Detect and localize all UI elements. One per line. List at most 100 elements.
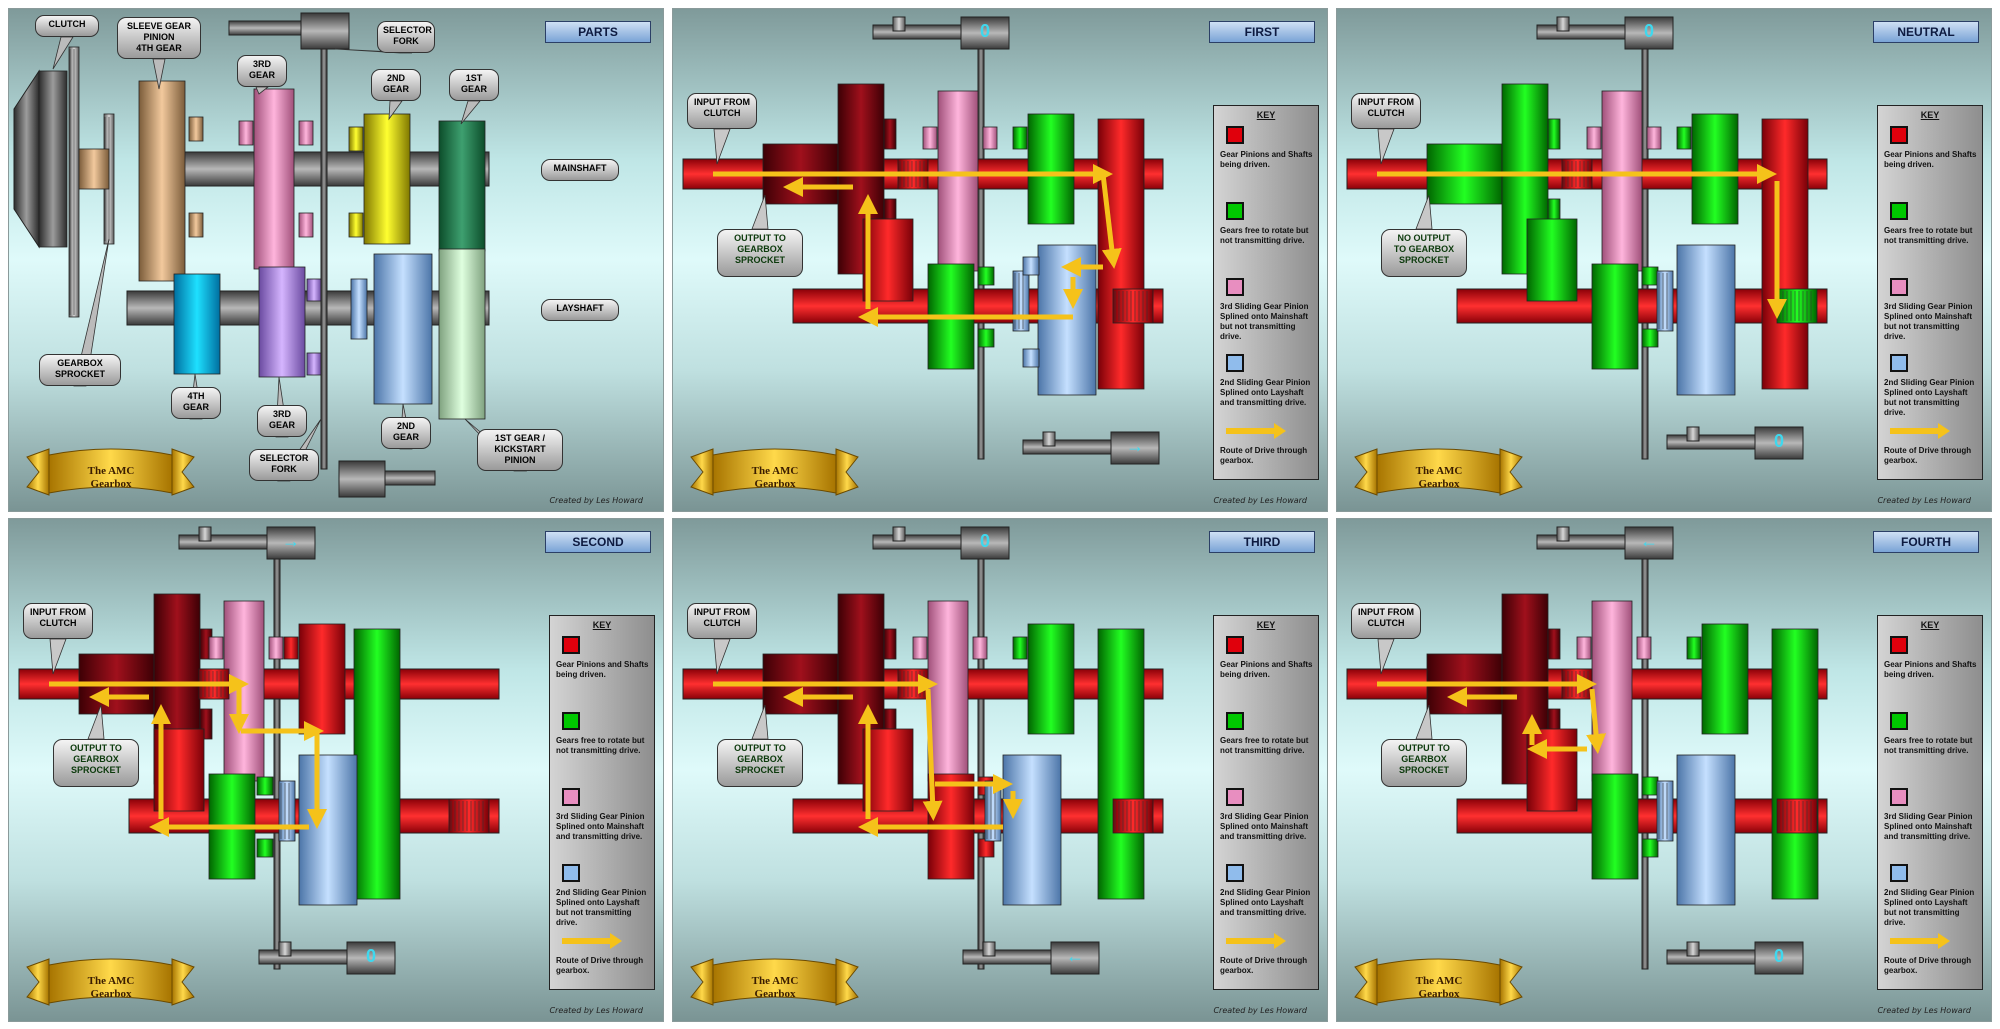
gear-block	[1547, 628, 1561, 660]
banner-tail-right	[171, 958, 195, 1006]
text-line: 2nd Sliding Gear Pinion	[1220, 378, 1311, 387]
gear-block	[1641, 328, 1659, 348]
text-line: 1ST GEAR /	[494, 433, 545, 443]
text-line: Gears free to rotate but	[1884, 736, 1973, 745]
label-pointer	[255, 86, 270, 95]
text-line: but not transmitting drive.	[556, 908, 632, 927]
text-line: not transmitting drive.	[556, 746, 641, 755]
first-gear	[353, 628, 401, 900]
credit-text: Created by Les Howard	[1877, 1006, 1971, 1015]
lever-block	[266, 526, 316, 560]
selector-rod	[1641, 38, 1649, 460]
text-line: but not transmitting drive.	[1884, 322, 1960, 341]
lever-position-indicator: →	[1126, 436, 1144, 456]
gearbox-parts-diagram	[13, 12, 528, 498]
gear-block	[922, 126, 938, 150]
text-line: The AMC	[751, 465, 799, 477]
layshaft-third-gear	[258, 266, 306, 378]
lever-block	[960, 16, 1010, 50]
gear-block	[298, 120, 314, 146]
banner-tail-right	[1499, 448, 1523, 496]
credit-text: Created by Les Howard	[1877, 496, 1971, 505]
text-line: 4TH	[187, 391, 205, 401]
panel-title: THIRD	[1209, 531, 1315, 553]
lever-block	[1624, 526, 1674, 560]
layshaft-fourth-gear	[173, 273, 221, 375]
layshaft-second-sliding	[1676, 244, 1736, 396]
lever-pin	[892, 16, 906, 32]
lever-pin	[278, 941, 292, 957]
text-line: being driven.	[1220, 670, 1270, 679]
banner-tail-left	[690, 448, 714, 496]
gear-block	[1776, 798, 1818, 834]
text-line: CLUTCH	[703, 108, 741, 118]
credit-text: Created by Les Howard	[1213, 1006, 1307, 1015]
drive-route-arrow	[922, 688, 943, 821]
text-line: 2nd Sliding Gear Pinion	[1884, 378, 1975, 387]
text-line: SPROCKET	[54, 369, 105, 379]
credit-text: Created by Les Howard	[549, 1006, 643, 1015]
second-gear	[1691, 113, 1739, 225]
gear-block	[256, 838, 274, 858]
label-pointer	[152, 58, 166, 90]
lever-arm	[1536, 534, 1634, 550]
text-line: Gears free to rotate but	[1220, 226, 1309, 235]
gear-block	[977, 328, 995, 348]
lever-position-indicator: 0	[1643, 21, 1654, 41]
text-line: Gear Pinions and Shafts	[1220, 150, 1313, 159]
banner-ribbon	[48, 448, 173, 494]
text-line: CLUTCH	[1367, 108, 1405, 118]
banner-tail-right	[1499, 958, 1523, 1006]
callout-pointer	[1415, 704, 1433, 740]
text-line: OUTPUT TO	[70, 743, 122, 753]
part-label: LAYSHAFT	[541, 299, 619, 321]
gearbox-diagram	[682, 526, 1164, 1006]
lever-pin	[1556, 16, 1570, 32]
text-line: 2nd Sliding Gear Pinion	[1220, 888, 1311, 897]
lever-block	[1754, 426, 1804, 460]
callout-pointer	[713, 638, 731, 675]
text-line: Route of Drive through	[1884, 446, 1972, 455]
text-line: 3rd Sliding Gear Pinion	[556, 812, 645, 821]
layshaft-second-gear	[373, 253, 433, 405]
label-pointer	[460, 100, 481, 125]
third-gear-sliding	[1601, 90, 1643, 272]
text-line: not transmitting drive.	[1220, 746, 1305, 755]
first-gear	[438, 120, 486, 252]
text-line: CLUTCH	[39, 618, 77, 628]
text-line: Gearbox	[90, 478, 132, 490]
part-label: MAINSHAFT	[541, 159, 619, 181]
part-label: CLUTCH	[35, 15, 99, 37]
key-swatch	[1890, 788, 1908, 806]
text-line: Gearbox	[1418, 478, 1460, 490]
callout-pointer	[1415, 194, 1433, 230]
text-line: SLEEVE GEAR	[126, 21, 191, 31]
selector-block-top	[300, 12, 350, 50]
gear-block	[208, 636, 224, 660]
gear-block	[1012, 636, 1028, 660]
text-line: GEARBOX	[737, 754, 783, 764]
gear-block	[977, 266, 995, 286]
text-line: Gearbox	[754, 478, 796, 490]
gearbox-diagram	[1346, 16, 1828, 496]
gear-block	[1676, 126, 1692, 150]
gear-block	[188, 212, 204, 238]
text-line: Splined onto Layshaft	[556, 898, 640, 907]
second-gear	[1701, 623, 1749, 735]
text-line: SELECTOR	[259, 453, 309, 463]
